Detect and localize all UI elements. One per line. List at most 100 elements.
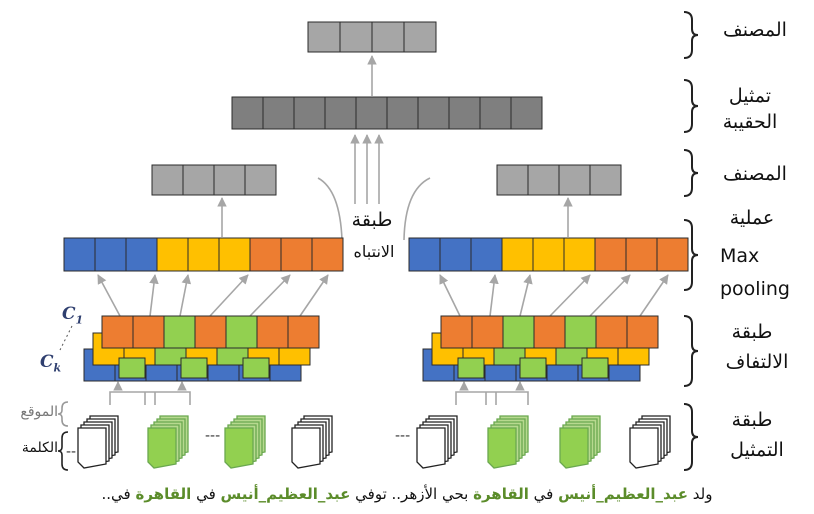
ellipsis-dashes: -- — [66, 444, 76, 460]
entity-2: القاهرة — [473, 485, 529, 503]
conv-right-kernel-orange-cell — [595, 315, 628, 349]
brace-conv — [683, 315, 699, 387]
entity-3: عبد_العظيم_أنيس — [220, 485, 351, 503]
brace-word — [57, 431, 69, 471]
bag-representation-vector-cell — [417, 96, 450, 130]
sentence-part: بحي الأزهر.. توفي — [350, 485, 474, 503]
conv-to-pool-arrow — [549, 274, 591, 317]
brace-max-pooling — [683, 219, 699, 291]
top-classifier-vector — [307, 21, 437, 53]
conv-to-pool-arrow — [439, 274, 461, 317]
max-pooling-vector-right-cell — [656, 237, 689, 272]
ellipsis-dashes: --- — [395, 428, 410, 444]
classifier-vector-left-cell — [244, 164, 277, 196]
conv-right-kernel-orange-cell — [626, 315, 659, 349]
top-classifier-vector-cell — [339, 21, 373, 53]
bag-representation-vector-cell — [355, 96, 388, 130]
top-classifier-vector-cell — [371, 21, 405, 53]
entity-4: القاهرة — [135, 485, 192, 503]
max-pooling-vector-left-cell — [218, 237, 251, 272]
max-pooling-vector-left-cell — [63, 237, 96, 272]
embed-left-bracket — [109, 391, 191, 405]
max-pooling-vector-right-cell — [408, 237, 441, 272]
max-pooling-vector-right-cell — [439, 237, 472, 272]
word-doc-right-3-sheet — [559, 427, 589, 469]
conv-left-kernel-orange-cell — [287, 315, 320, 349]
classifier-vector-right-cell — [558, 164, 591, 196]
sentence-part: ولد — [688, 485, 713, 503]
word-doc-left-2-sheet — [147, 427, 177, 469]
kernel-ck-label: Ck — [40, 352, 62, 375]
classifier-vector-left — [151, 164, 277, 196]
conv-to-pool-arrow — [97, 274, 121, 317]
conv-to-pool-arrow — [639, 274, 669, 317]
connector-lines — [59, 55, 669, 405]
embed-label-2: التمثيل — [730, 439, 784, 461]
entity-1: عبد_العظيم_أنيس — [558, 485, 688, 503]
conv-left-kernel-orange-cell — [225, 315, 258, 349]
attention-curve-right — [403, 177, 431, 241]
classifier-top-label: المصنف — [723, 19, 787, 41]
conv-to-pool-arrow — [149, 274, 159, 317]
conv-right-kernel-orange-cell — [471, 315, 504, 349]
conv-left-kernel-orange — [101, 315, 320, 349]
conv-to-pool-arrow — [519, 274, 533, 317]
conv-right-kernel-orange — [440, 315, 659, 349]
max-pooling-vector-right — [408, 237, 689, 272]
sentence-part: في — [528, 485, 559, 503]
embed-right-bracket — [455, 391, 529, 405]
attention-label-1: طبقة — [351, 209, 393, 231]
attention-label-2: الانتباه — [353, 242, 395, 261]
conv-label-2: الالتفاف — [725, 351, 789, 373]
max-pooling-vector-right-cell — [532, 237, 565, 272]
word-doc-right-2-sheet — [487, 427, 517, 469]
embed-label-1: طبقة — [731, 409, 773, 431]
classifier-vector-left-cell — [213, 164, 246, 196]
word-doc-left-1 — [77, 415, 119, 469]
max-pooling-vector-left — [63, 237, 344, 272]
word-doc-left-4-sheet — [291, 427, 321, 469]
max-pooling-vector-right-cell — [594, 237, 627, 272]
max-pooling-vector-left-cell — [187, 237, 220, 272]
classifier-vector-right-cell — [496, 164, 529, 196]
conv-right-conv-green — [581, 357, 609, 379]
input-sentence: ولد عبد_العظيم_أنيس في القاهرة بحي الأزه… — [0, 485, 814, 503]
word-doc-left-2 — [147, 415, 189, 469]
word-doc-right-3 — [559, 415, 601, 469]
word-doc-left-4 — [291, 415, 333, 469]
conv-left-kernel-orange-cell — [256, 315, 289, 349]
bag-representation-vector-cell — [479, 96, 512, 130]
bag-representation-vector-cell — [231, 96, 264, 130]
top-classifier-vector-cell — [403, 21, 437, 53]
kernel-c1-label: C1 — [62, 304, 84, 327]
conv-right-conv-green — [519, 357, 547, 379]
max-pooling-vector-left-cell — [249, 237, 282, 272]
max-pooling-vector-right-cell — [470, 237, 503, 272]
conv-left-kernel-orange-cell — [163, 315, 196, 349]
layers — [63, 21, 689, 382]
word-doc-right-4-sheet — [629, 427, 659, 469]
conv-to-pool-arrow — [209, 274, 249, 317]
representation-label-2: الحقيبة — [722, 111, 778, 133]
braces — [57, 11, 699, 471]
word-doc-left-3-sheet — [224, 427, 254, 469]
brace-representation — [683, 79, 699, 133]
bag-representation-vector-cell — [510, 96, 543, 130]
bag-representation-vector-cell — [293, 96, 326, 130]
max-pooling-vector-right-cell — [563, 237, 596, 272]
conv-to-pool-arrow — [489, 274, 499, 317]
sentence-part: في.. — [101, 485, 136, 503]
conv-to-pool-arrow — [589, 274, 631, 317]
top-classifier-vector-cell — [307, 21, 341, 53]
conv-left-kernel-orange-cell — [132, 315, 165, 349]
max-pooling-label-1: عملية — [729, 207, 775, 229]
max-pooling-vector-left-cell — [280, 237, 313, 272]
max-pooling-vector-left-cell — [94, 237, 127, 272]
conv-to-pool-arrow — [299, 274, 329, 317]
conv-right-kernel-orange-cell — [440, 315, 473, 349]
conv-left-conv-green — [118, 357, 146, 379]
word-doc-right-2 — [487, 415, 529, 469]
attention-curve-left — [317, 177, 343, 241]
